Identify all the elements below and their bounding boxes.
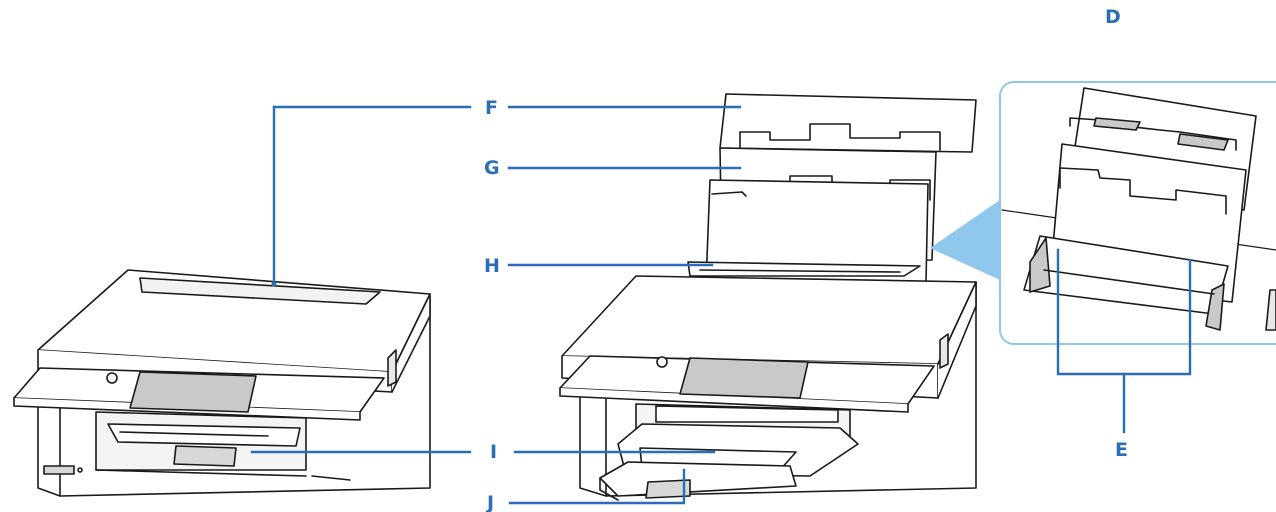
label-e: E: [1115, 439, 1128, 461]
label-j: J: [487, 492, 495, 512]
label-h: H: [484, 255, 500, 277]
paper-guides-detail-illustration: [930, 81, 1276, 345]
label-g: G: [484, 157, 500, 179]
label-d: D: [1105, 6, 1121, 28]
leader-lines: [250, 105, 1192, 505]
printer-open-illustration: [559, 93, 977, 501]
printer-closed-illustration: [13, 269, 431, 497]
leader-line-j: [508, 468, 686, 505]
label-i: I: [490, 441, 498, 463]
label-f: F: [485, 97, 498, 119]
